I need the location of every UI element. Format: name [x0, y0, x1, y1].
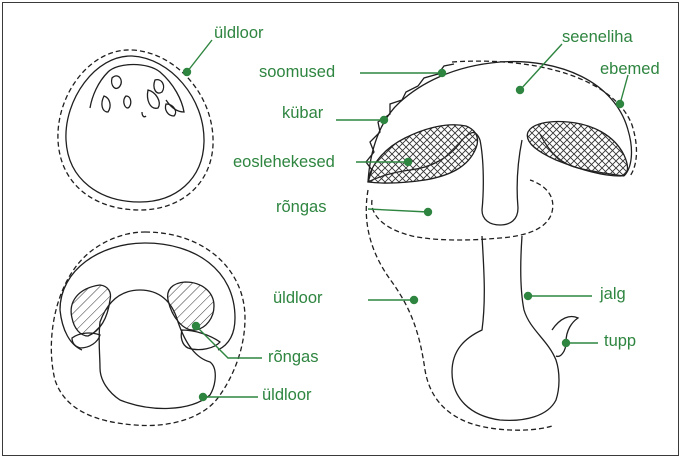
- egg-stage-gill-4: [102, 96, 110, 112]
- mature-stage-volva: [552, 317, 578, 357]
- egg-stage-gill-2: [154, 80, 164, 93]
- label-uldloor-bottom: üldloor: [262, 387, 312, 404]
- kubar-dot: [381, 117, 388, 124]
- egg-stage-body: [66, 56, 204, 202]
- young-stage-gill-left: [71, 285, 110, 336]
- soomused-dot: [439, 70, 446, 77]
- label-rongas-left: rõngas: [268, 349, 318, 366]
- tupp-dot: [563, 340, 570, 347]
- label-eoslehekesed: eoslehekesed: [233, 154, 335, 171]
- mature-stage-stem: [480, 140, 522, 225]
- mature-stage-stem-lower: [452, 236, 559, 420]
- jalg-dot: [525, 293, 532, 300]
- label-ebemed: ebemed: [600, 61, 660, 78]
- uldloor-top-dot: [184, 69, 191, 76]
- seeneliha-dot: [517, 87, 524, 94]
- label-tupp: tupp: [604, 333, 636, 350]
- label-kubar: kübar: [282, 105, 323, 122]
- mature-stage-gill-right: [527, 121, 627, 176]
- leader-lines: [184, 40, 629, 401]
- label-jalg: jalg: [600, 286, 626, 303]
- label-soomused: soomused: [259, 64, 335, 81]
- ebemed-dot: [617, 101, 624, 108]
- label-rongas-right: rõngas: [276, 199, 326, 216]
- uldloor-mid-dot: [411, 297, 418, 304]
- egg-stage-gill-5: [124, 96, 131, 108]
- uldloor-bottom-dot: [200, 394, 207, 401]
- egg-stage-gill-1: [112, 76, 122, 89]
- mature-stage-drawing: [366, 61, 636, 430]
- egg-stage-stem-hint: [142, 112, 146, 117]
- label-uldloor-top: üldloor: [214, 25, 264, 42]
- rongas-right-dot: [425, 209, 432, 216]
- young-stage-ring-right: [181, 330, 220, 350]
- eoslehekesed-dot: [405, 159, 412, 166]
- young-stage-gill-right: [168, 282, 214, 330]
- label-seeneliha: seeneliha: [562, 29, 633, 46]
- mature-stage-gill-left: [368, 125, 478, 183]
- label-uldloor-mid: üldloor: [273, 290, 323, 307]
- rongas-left-dot: [193, 323, 200, 330]
